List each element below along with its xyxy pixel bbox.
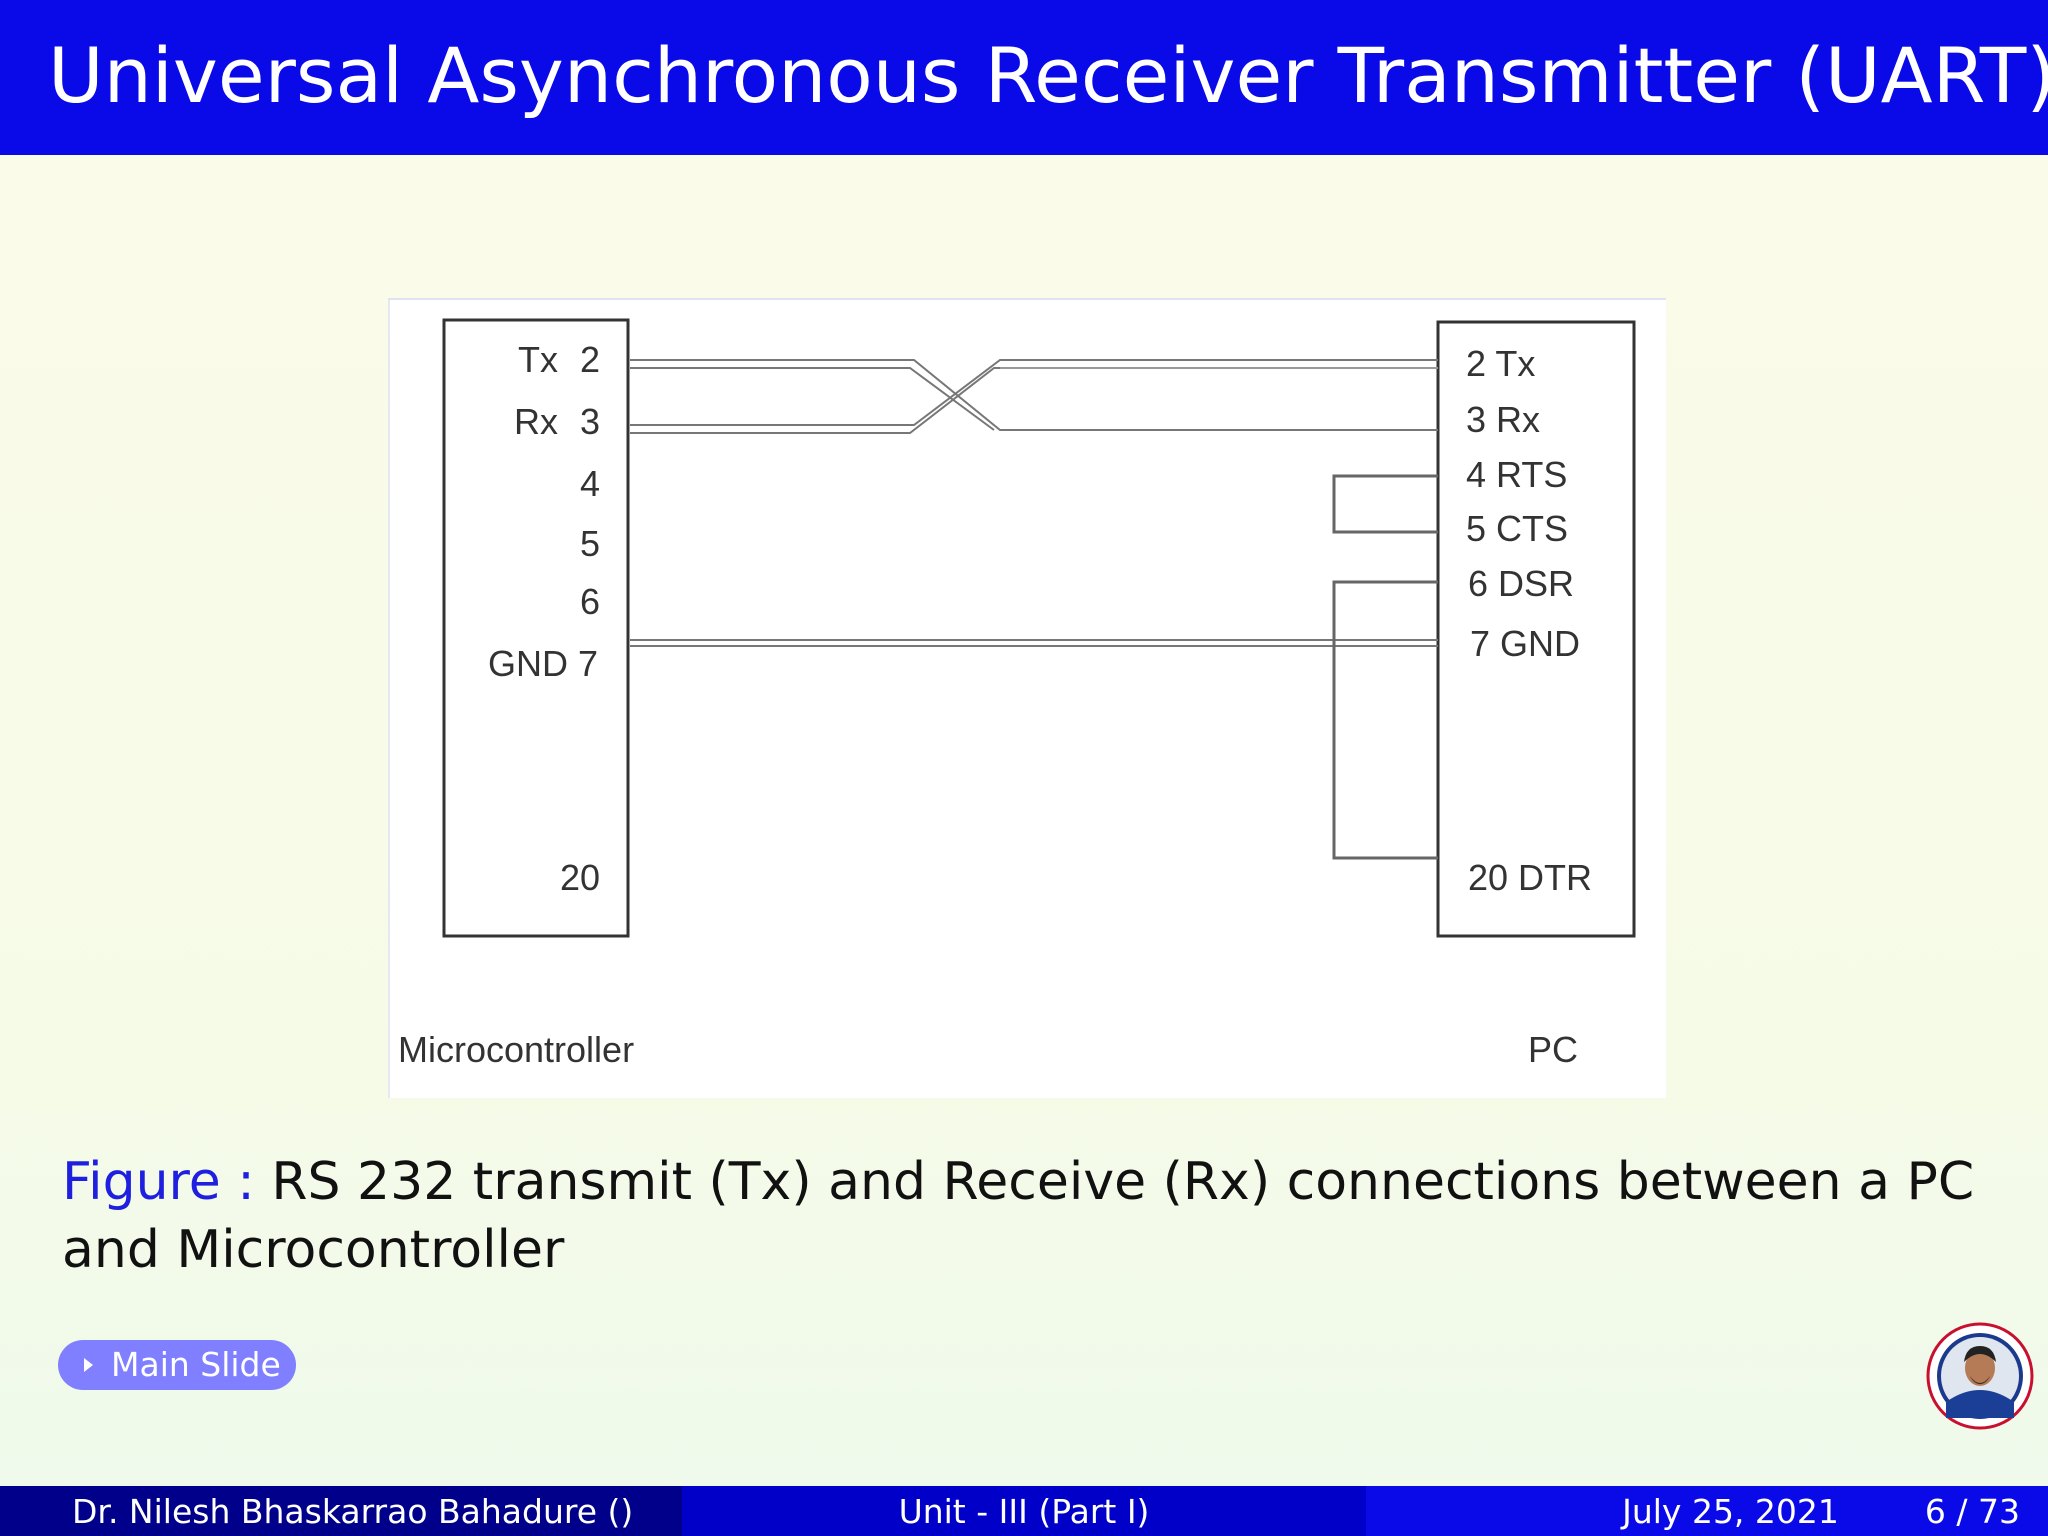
figure-caption-label: Figure : — [62, 1152, 255, 1212]
mcu-signal-rx: Rx — [514, 401, 558, 442]
footer-date-section: July 25, 2021 6 / 73 — [1366, 1486, 2048, 1536]
mcu-signal-tx: Tx — [518, 339, 558, 380]
pc-pin-6-dsr: 6 DSR — [1468, 563, 1574, 604]
mcu-pin-5: 5 — [580, 523, 600, 564]
pc-pin-3-rx: 3 Rx — [1466, 399, 1540, 440]
pc-pin-5-cts: 5 CTS — [1466, 508, 1568, 549]
pc-connector — [1436, 320, 1636, 938]
footer-date: July 25, 2021 — [1622, 1491, 1839, 1531]
figure-caption: Figure : RS 232 transmit (Tx) and Receiv… — [62, 1148, 1992, 1284]
footer-author-section: Dr. Nilesh Bhaskarrao Bahadure () — [0, 1486, 682, 1536]
play-arrow-icon — [84, 1358, 93, 1372]
footer-unit-section: Unit - III (Part I) — [682, 1486, 1366, 1536]
slide-title: Universal Asynchronous Receiver Transmit… — [48, 31, 2048, 120]
main-slide-label: Main Slide — [111, 1345, 281, 1384]
footer-unit: Unit - III (Part I) — [898, 1491, 1150, 1531]
rs232-connection-diagram: Tx 2 Rx 3 4 5 6 GND 7 20 2 Tx 3 Rx 4 RTS… — [388, 298, 1666, 1098]
dsr-dtr-loopback — [1332, 580, 1438, 860]
footer-author: Dr. Nilesh Bhaskarrao Bahadure () — [72, 1491, 634, 1531]
rts-cts-loopback — [1332, 474, 1438, 534]
microcontroller-connector — [442, 318, 630, 938]
microcontroller-label: Microcontroller — [398, 1029, 634, 1070]
pc-pin-20-dtr: 20 DTR — [1468, 857, 1592, 898]
main-slide-button[interactable]: Main Slide — [58, 1340, 296, 1390]
pc-pin-2-tx: 2 Tx — [1466, 343, 1535, 384]
pc-pin-7-gnd: 7 GND — [1470, 623, 1580, 664]
mcu-signal-gnd: GND — [488, 643, 568, 684]
tx-rx-crossover-wires — [630, 359, 1438, 434]
mcu-pin-2: 2 — [580, 339, 600, 380]
mcu-pin-20: 20 — [560, 857, 600, 898]
pc-pin-4-rts: 4 RTS — [1466, 454, 1567, 495]
mcu-pin-4: 4 — [580, 463, 600, 504]
mcu-pin-3: 3 — [580, 401, 600, 442]
footer: Dr. Nilesh Bhaskarrao Bahadure () Unit -… — [0, 1486, 2048, 1536]
title-bar: Universal Asynchronous Receiver Transmit… — [0, 0, 2048, 155]
academy-logo — [1926, 1322, 2034, 1430]
gnd-wire — [630, 639, 1438, 647]
mcu-pin-7: 7 — [578, 643, 598, 684]
pc-label: PC — [1528, 1029, 1578, 1070]
figure-caption-text: RS 232 transmit (Tx) and Receive (Rx) co… — [62, 1152, 1975, 1280]
mcu-pin-6: 6 — [580, 581, 600, 622]
footer-page-number: 6 / 73 — [1924, 1491, 2020, 1531]
